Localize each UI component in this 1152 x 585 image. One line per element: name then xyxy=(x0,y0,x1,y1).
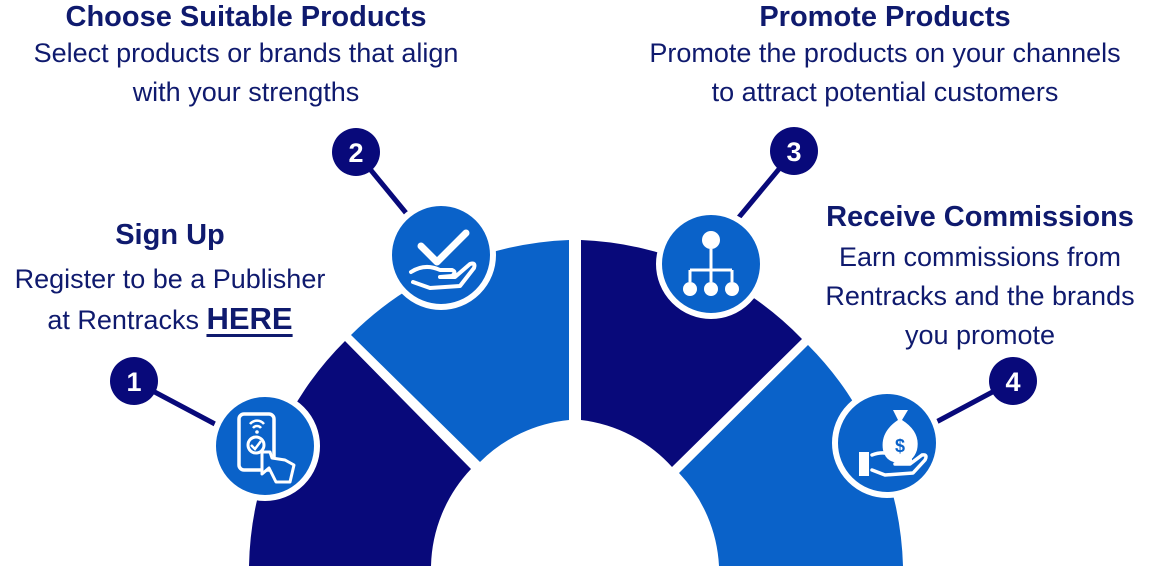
step-3-title: Promote Products xyxy=(759,1,1011,33)
network-hierarchy-icon xyxy=(656,209,766,319)
step-4-desc-line-1: Earn commissions from xyxy=(838,242,1122,272)
step-4-text: Receive Commissions Earn commissions fro… xyxy=(800,200,1152,355)
segment-4 xyxy=(679,345,903,566)
step-number-4: 4 xyxy=(1005,367,1020,397)
step-2-title: Choose Suitable Products xyxy=(65,1,427,33)
step-number-1: 1 xyxy=(126,367,141,397)
step-4-desc-line-3: you promote xyxy=(904,320,1056,350)
step-number-badge-3: 3 xyxy=(770,127,818,175)
step-number-2: 2 xyxy=(348,138,363,168)
signup-here-link[interactable]: HERE xyxy=(206,301,293,336)
step-number-3: 3 xyxy=(786,137,801,167)
money-bag-hand-icon: $ xyxy=(832,388,942,498)
step-3-desc-line-2: to attract potential customers xyxy=(711,77,1059,107)
step-2-desc-line-2: with your strengths xyxy=(132,77,360,107)
step-3-desc-line-1: Promote the products on your channels xyxy=(649,38,1121,68)
svg-text:$: $ xyxy=(895,436,905,456)
step-3-text: Promote Products Promote the products on… xyxy=(612,0,1152,112)
step-1-desc-line-2: at Rentracks HERE xyxy=(0,299,340,340)
hand-check-icon xyxy=(386,200,496,310)
step-1-desc-line-2-text: at Rentracks xyxy=(47,305,199,335)
step-1-desc-line-1: Register to be a Publisher xyxy=(14,264,326,294)
step-1-text: Sign Up Register to be a Publisher at Re… xyxy=(0,218,340,340)
step-number-badge-2: 2 xyxy=(332,128,380,176)
step-2-text: Choose Suitable Products Select products… xyxy=(0,0,492,112)
step-number-badge-4: 4 xyxy=(989,357,1037,405)
step-number-badge-1: 1 xyxy=(110,357,158,405)
step-1-title: Sign Up xyxy=(115,219,225,251)
phone-touch-check-icon xyxy=(210,391,320,501)
segment-1 xyxy=(249,341,471,566)
step-2-desc-line-1: Select products or brands that align xyxy=(33,38,459,68)
step-4-title: Receive Commissions xyxy=(826,201,1134,233)
step-4-desc-line-2: Rentracks and the brands xyxy=(825,281,1135,311)
